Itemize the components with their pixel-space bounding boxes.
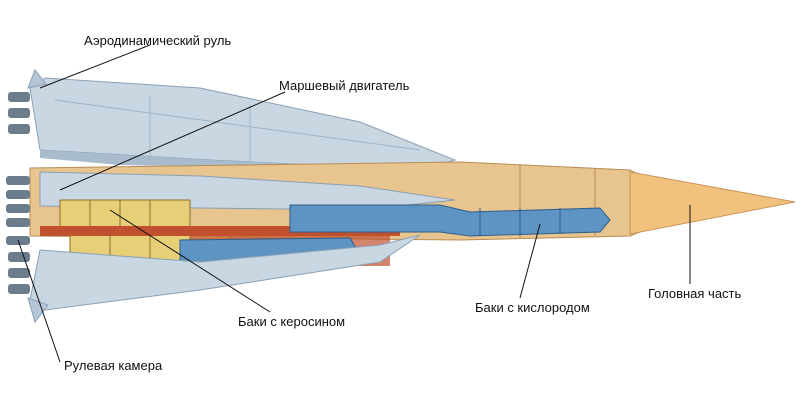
core-nozzles	[6, 176, 30, 245]
lower-booster-nozzles	[8, 252, 30, 294]
aerodynamic-rudder-fin	[27, 69, 47, 89]
label-vernier-chamber: Рулевая камера	[64, 358, 163, 373]
lower-booster	[27, 234, 421, 324]
leader-oxygen	[519, 223, 541, 299]
label-main-engine: Маршевый двигатель	[279, 78, 410, 93]
leader-kerosene	[109, 209, 271, 313]
label-oxygen-tanks: Баки с кислородом	[475, 300, 590, 315]
leader-aero-rudder	[39, 44, 151, 89]
leader-lines	[17, 44, 691, 363]
upper-booster-nozzles	[8, 92, 30, 134]
label-kerosene-tanks: Баки с керосином	[238, 314, 346, 329]
nose-cone	[629, 171, 796, 235]
leader-vernier	[17, 239, 61, 363]
label-aerodynamic-rudder: Аэродинамический руль	[84, 33, 232, 48]
upper-booster	[29, 77, 457, 171]
leader-main-engine	[59, 91, 286, 191]
label-nose-section: Головная часть	[648, 286, 742, 301]
